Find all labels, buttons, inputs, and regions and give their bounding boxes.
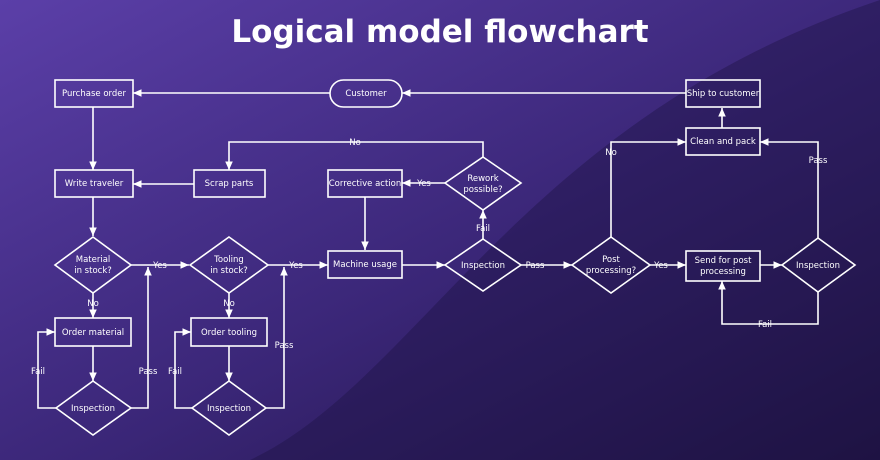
edge-label-tooling-pass: Pass <box>275 341 294 351</box>
edge-label-material-no: No <box>87 299 99 309</box>
edge-inspection-material-fail <box>37 328 56 409</box>
edge-label-material-pass: Pass <box>139 367 158 377</box>
node-order-tooling: Order tooling <box>190 317 268 347</box>
edge-inspection-tooling-fail <box>174 328 192 409</box>
edge-label-inspection-post-pass: Pass <box>809 156 828 166</box>
node-inspection-material: Inspection <box>54 380 133 436</box>
node-ship-to-customer: Ship to customer <box>685 79 761 108</box>
write-traveler-label: Write traveler <box>65 179 124 189</box>
inspection-tooling-label: Inspection <box>207 404 251 414</box>
edge-label-tooling-fail: Fail <box>168 367 182 377</box>
order-material-label: Order material <box>62 328 124 338</box>
edge-label-post-no: No <box>605 148 617 158</box>
inspection-post-label: Inspection <box>796 261 840 271</box>
edge-label-post-yes: Yes <box>653 261 668 271</box>
customer-label: Customer <box>345 89 387 99</box>
post-processing-label-line2: processing? <box>586 266 636 276</box>
node-send-for-post-processing: Send for post processing <box>685 250 761 282</box>
tooling-in-stock-label-line1: Tooling <box>213 255 244 265</box>
node-clean-and-pack: Clean and pack <box>685 127 761 156</box>
send-for-post-label-line2: processing <box>700 267 746 277</box>
post-processing-label-line1: Post <box>602 255 620 265</box>
ship-to-customer-label: Ship to customer <box>687 89 760 99</box>
node-inspection-post: Inspection <box>780 237 857 293</box>
node-inspection-main: Inspection <box>443 238 523 292</box>
scrap-parts-label: Scrap parts <box>205 179 254 189</box>
edge-label-material-yes: Yes <box>152 261 167 271</box>
material-in-stock-label-line2: in stock? <box>74 266 112 276</box>
node-machine-usage: Machine usage <box>327 250 403 279</box>
inspection-main-label: Inspection <box>461 261 505 271</box>
edge-inspection-post-fail <box>718 281 819 325</box>
edges <box>37 89 819 409</box>
edge-label-rework-yes: Yes <box>416 179 431 189</box>
node-order-material: Order material <box>54 317 132 347</box>
material-in-stock-label-line1: Material <box>76 255 111 265</box>
edge-label-inspection-pass: Pass <box>526 261 545 271</box>
rework-possible-label-line2: possible? <box>463 185 502 195</box>
node-scrap-parts: Scrap parts <box>193 169 266 198</box>
node-write-traveler: Write traveler <box>54 169 134 198</box>
edge-label-inspection-post-fail: Fail <box>758 320 772 330</box>
edge-post-no-to-clean <box>610 138 686 238</box>
tooling-in-stock-label-line2: in stock? <box>210 266 248 276</box>
node-rework-possible: Rework possible? <box>443 156 523 211</box>
send-for-post-label-line1: Send for post <box>695 256 753 266</box>
edge-inspection-tooling-pass <box>266 267 288 409</box>
order-tooling-label: Order tooling <box>201 328 257 338</box>
node-tooling-in-stock: Tooling in stock? <box>188 236 270 294</box>
edge-inspection-material-pass <box>131 267 152 409</box>
edge-label-tooling-yes: Yes <box>288 261 303 271</box>
node-customer: Customer <box>329 79 403 108</box>
inspection-material-label: Inspection <box>71 404 115 414</box>
edge-label-material-fail: Fail <box>31 367 45 377</box>
corrective-action-label: Corrective action <box>329 179 402 189</box>
node-material-in-stock: Material in stock? <box>53 236 133 294</box>
edge-inspection-post-pass <box>760 138 819 238</box>
node-corrective-action: Corrective action <box>327 169 403 198</box>
node-purchase-order: Purchase order <box>54 79 134 108</box>
page-title: Logical model flowchart <box>231 14 649 50</box>
edge-label-rework-no: No <box>349 138 361 148</box>
edge-labels: No Yes Fail Yes Yes Pass Yes No Pass Fai… <box>31 138 828 377</box>
edge-label-inspection-fail: Fail <box>476 224 490 234</box>
machine-usage-label: Machine usage <box>333 260 397 270</box>
rework-possible-label-line1: Rework <box>467 174 498 184</box>
edge-label-tooling-no: No <box>223 299 235 309</box>
node-post-processing: Post processing? <box>570 236 652 294</box>
node-inspection-tooling: Inspection <box>190 380 268 436</box>
clean-and-pack-label: Clean and pack <box>690 137 756 147</box>
purchase-order-label: Purchase order <box>62 89 126 99</box>
edge-rework-no-to-scrap <box>225 141 484 170</box>
